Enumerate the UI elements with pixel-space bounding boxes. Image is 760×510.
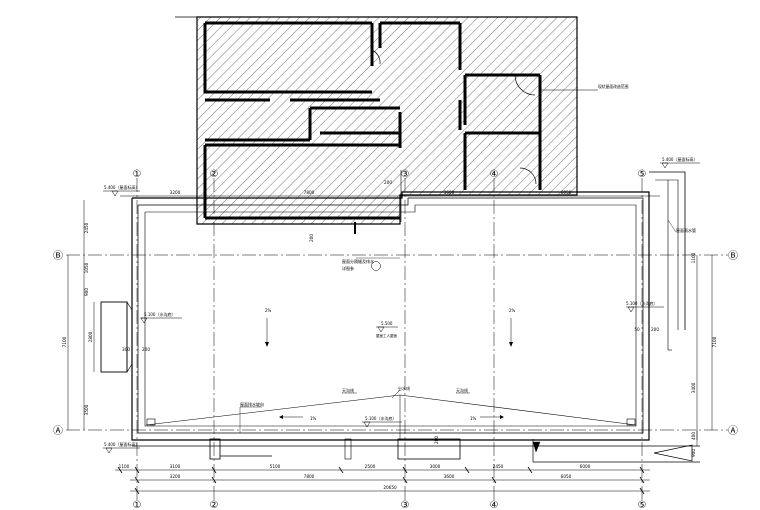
axis-bubble-1-top: ① [133,169,142,180]
dim-text: 2450 [84,222,89,233]
dim-text: 3400 [691,382,696,393]
dim-text: 50 [634,327,640,332]
right-note: 屋面雨水管 [676,227,696,233]
axis-bubble-2-bottom: ② [210,500,219,510]
dim-text: 1100 [119,464,130,469]
axis-bubble-4-bottom: ④ [490,500,499,510]
axis-bubble-5-top: ⑤ [638,169,647,180]
dim-text: 7800 [304,190,315,195]
dim-text: 3000 [430,464,441,469]
elevation-top-left: 5.400（屋面标高） [104,184,139,190]
dim-text: 200 [651,327,659,332]
elevation-mid-left: 5.100（水沟底） [144,311,175,317]
axis-bubble-4-top: ④ [490,169,499,180]
dim-text: 200 [384,180,392,185]
door-arc [519,167,537,185]
dim-text: 3600 [444,474,455,479]
elevation-bottom-center: 5.100（水沟底） [365,415,396,421]
dim-text: 5100 [270,464,281,469]
detail-reference: 详图参 [342,265,354,271]
dim-text: 7800 [304,474,315,479]
annotations: 屋面分隔缝及排水 详图参 2% 2% 1% 1% 天沟线 分水线 天沟线 屋面排… [239,219,696,433]
grid-bubbles: ① ② ③ ④ ⑤ ① ② ③ ④ ⑤ Ⓑ Ⓐ Ⓑ Ⓐ [53,169,738,510]
dim-text: 3500 [84,404,89,415]
dim-text: 2800 [88,331,93,342]
dim-text: 900 [691,449,696,457]
dim-text: 3600 [444,190,455,195]
gutter-note: 屋面排水坡向 [240,401,264,407]
elevation-markers: 5.400（屋面标高） 5.400（屋面标高） 5.100（水沟底） 5.100… [103,156,700,454]
ridge-label-mid: 分水线 [398,385,410,391]
interior-walls [203,21,542,220]
existing-building-block: 现状屋面改造范围 [175,16,629,225]
dim-text: 1100 [691,252,696,263]
dim-text: 2500 [365,464,376,469]
dim-text: 3200 [170,190,181,195]
axis-bubble-3-bottom: ③ [401,500,410,510]
dim-text: 6000 [580,464,591,469]
bottom-gutter [132,438,700,463]
axis-bubble-1-bottom: ① [133,500,142,510]
roof-outline [131,170,686,441]
elevation-top-right: 5.400（屋面标高） [662,156,697,162]
dim-text: 7100 [712,336,717,347]
ridge-label-left: 天沟线 [342,387,354,393]
dimension-texts: 3200 7800 3600 6050 200 1100 3100 5100 2… [62,180,717,490]
center-note: 屋面分隔缝及排水 [342,258,374,264]
left-gutter-box [100,301,133,373]
axis-bubble-5-bottom: ⑤ [638,500,647,510]
dim-text: 400 [691,432,696,440]
grid-lines [66,178,728,500]
dim-text: 200 [434,436,439,444]
dim-text: 200 [309,234,314,242]
axis-bubble-a-right: Ⓐ [728,425,738,437]
slope-label-left: 2% [265,308,272,313]
dim-text: 3100 [170,464,181,469]
slope-label-right: 2% [509,308,516,313]
axis-bubble-a-left: Ⓐ [53,425,63,437]
elevation-bottom-left: 5.400（屋面标高） [104,441,139,447]
axis-bubble-b-left: Ⓑ [53,250,63,262]
dim-text: 6050 [561,190,572,195]
ridge-label-right: 天沟线 [456,387,468,393]
axis-bubble-b-right: Ⓑ [728,250,738,262]
dim-text: 20650 [383,485,397,490]
dim-text: 6050 [561,474,572,479]
detail-ref-circle [371,261,381,271]
slope-label-bottom-right: 1% [470,416,477,421]
dim-text: 200 [142,347,150,352]
dim-text: 2450 [493,464,504,469]
dim-text: 7100 [62,336,67,347]
dimension-lines [67,195,713,495]
hatch-note: 现状屋面改造范围 [598,84,629,89]
elevation-mid-right: 5.100（水沟底） [626,300,657,306]
axis-bubble-3-top: ③ [401,169,410,180]
door-arc [371,49,381,65]
slope-label-bottom-left: 1% [310,416,317,421]
door-arc [514,74,536,96]
center-subnote: 屋面工人屋面 [376,333,397,338]
dim-text: 3200 [170,474,181,479]
axis-bubble-2-top: ② [210,169,219,180]
elevation-center: 5.500 [381,321,393,326]
dim-text: 300 [122,347,130,352]
dim-text: 900 [84,288,89,296]
dim-text: 1050 [84,262,89,273]
